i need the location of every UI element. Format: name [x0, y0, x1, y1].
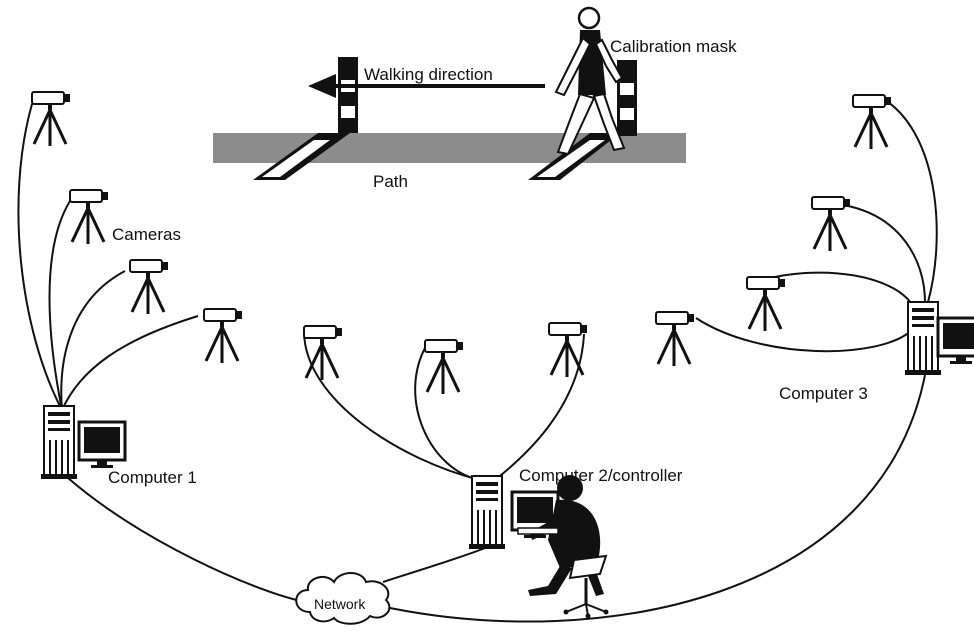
camera-icon: [68, 188, 110, 246]
calibration-pole-left: [338, 57, 358, 133]
camera-icon: [302, 324, 344, 382]
operator-at-desk-icon: [517, 475, 609, 619]
computer-tower-icon: [904, 301, 942, 376]
monitor-icon: [77, 420, 127, 470]
camera-icon: [745, 275, 787, 333]
network-cloud-icon: [295, 572, 391, 625]
camera-icon: [810, 195, 852, 253]
computer1-label: Computer 1: [108, 468, 197, 487]
calibration-mask-label: Calibration mask: [610, 37, 737, 56]
camera-icon: [30, 90, 72, 148]
camera-icon: [202, 307, 244, 365]
computer-tower-icon: [40, 405, 78, 480]
computer2-label: Computer 2/controller: [519, 466, 683, 485]
camera-icon: [128, 258, 170, 316]
walking-person-icon: [554, 6, 626, 156]
camera-cables: [17, 101, 938, 481]
computer3-label: Computer 3: [779, 384, 868, 403]
network-label: Network: [314, 596, 366, 612]
cameras-label: Cameras: [112, 225, 181, 244]
camera-icon: [851, 93, 893, 151]
monitor-icon: [936, 316, 974, 366]
camera-icon: [423, 338, 465, 396]
path-label: Path: [373, 172, 408, 191]
camera-icon: [654, 310, 696, 368]
walking-direction-arrow-icon: [308, 74, 545, 98]
walking-direction-label: Walking direction: [364, 65, 493, 84]
calibration-pole-right: [617, 60, 637, 136]
computer-tower-icon: [468, 475, 506, 550]
